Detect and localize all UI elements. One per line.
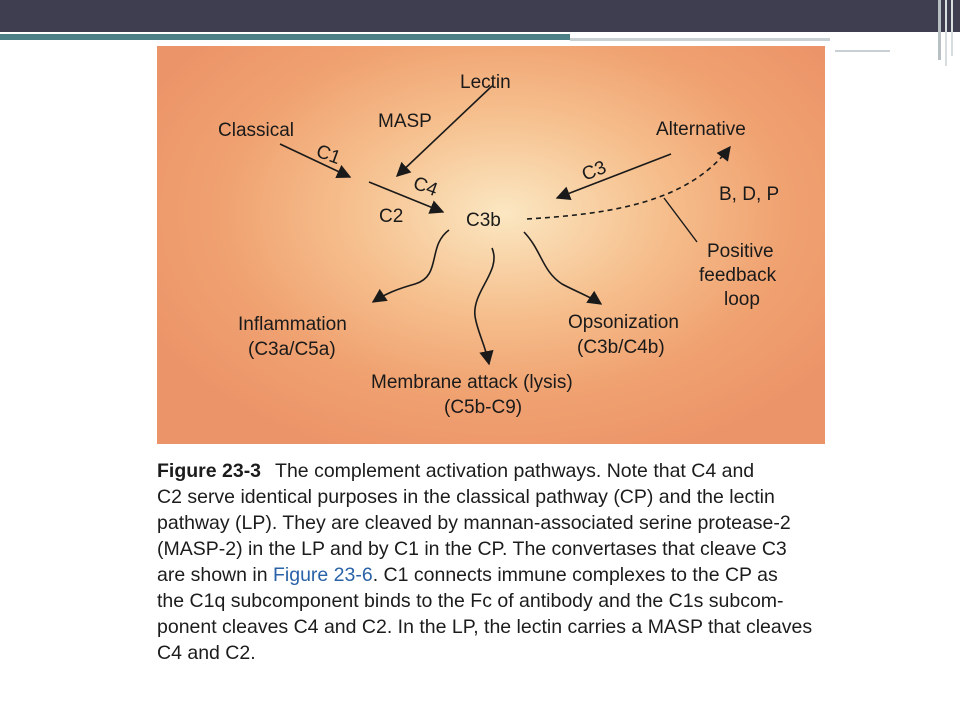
caption-text: are shown in <box>157 564 273 586</box>
caption-line: the C1q subcomponent binds to the Fc of … <box>157 590 784 612</box>
label-c4: C4 <box>410 173 440 201</box>
slide-deco-bar <box>938 0 941 60</box>
slide-accent-line <box>0 34 570 40</box>
label-masp: MASP <box>378 111 432 132</box>
figure-panel <box>157 46 825 444</box>
caption-text: . C1 connects immune complexes to the CP… <box>372 564 778 586</box>
label-opsonization-sub: (C3b/C4b) <box>577 337 665 358</box>
caption-line: C2 serve identical purposes in the class… <box>157 486 775 508</box>
caption-text: The complement activation pathways. Note… <box>275 460 755 482</box>
slide-deco-bar <box>945 0 947 66</box>
figure-caption: Figure 23-3 The complement activation pat… <box>157 458 837 666</box>
label-feedback-line3: loop <box>724 289 760 310</box>
arrow-c3b-to-opsonization <box>523 231 603 305</box>
label-alternative: Alternative <box>656 119 746 140</box>
arrow-feedback-loop <box>526 145 731 220</box>
label-membrane-sub: (C5b-C9) <box>444 397 522 418</box>
arrow-lectin-to-c4 <box>395 85 493 177</box>
caption-line: (MASP-2) in the LP and by C1 in the CP. … <box>157 538 787 560</box>
label-inflammation-sub: (C3a/C5a) <box>248 339 336 360</box>
label-c3: C3 <box>579 157 609 186</box>
label-c3b: C3b <box>466 210 501 231</box>
label-bdp: B, D, P <box>719 184 779 205</box>
caption-line: C4 and C2. <box>157 642 256 664</box>
arrow-c2-to-c3b <box>368 181 445 214</box>
slide-deco-bar <box>951 0 953 56</box>
arrow-c3b-to-membrane <box>474 247 495 366</box>
slide-top-bar <box>0 0 960 32</box>
feedback-pointer-line <box>663 197 698 243</box>
label-feedback-line2: feedback <box>699 265 777 286</box>
label-feedback-line1: Positive <box>707 241 774 262</box>
label-inflammation: Inflammation <box>238 314 347 335</box>
label-lectin: Lectin <box>460 72 511 93</box>
label-c1: C1 <box>313 141 343 169</box>
slide-accent-line-gray <box>570 38 830 41</box>
caption-line: Figure 23-3 The complement activation pat… <box>157 458 837 484</box>
complement-pathway-diagram: Lectin MASP Classical C1 C4 C2 C3b Alter… <box>218 72 779 418</box>
caption-line: pathway (LP). They are cleaved by mannan… <box>157 512 791 534</box>
arrow-c3b-to-inflammation <box>371 229 450 303</box>
arrow-alternative-to-c3b <box>555 153 672 201</box>
label-c2: C2 <box>379 206 403 227</box>
label-membrane: Membrane attack (lysis) <box>371 372 573 393</box>
figure-label: Figure 23-3 <box>157 460 262 482</box>
caption-line: are shown in Figure 23-6. C1 connects im… <box>157 562 837 588</box>
slide-accent-line-gray-right <box>835 50 890 52</box>
caption-line: ponent cleaves C4 and C2. In the LP, the… <box>157 616 813 638</box>
figure-link[interactable]: Figure 23-6 <box>272 564 373 586</box>
label-opsonization: Opsonization <box>568 312 679 333</box>
label-classical: Classical <box>218 120 294 141</box>
arrow-classical-to-c4 <box>279 143 352 178</box>
